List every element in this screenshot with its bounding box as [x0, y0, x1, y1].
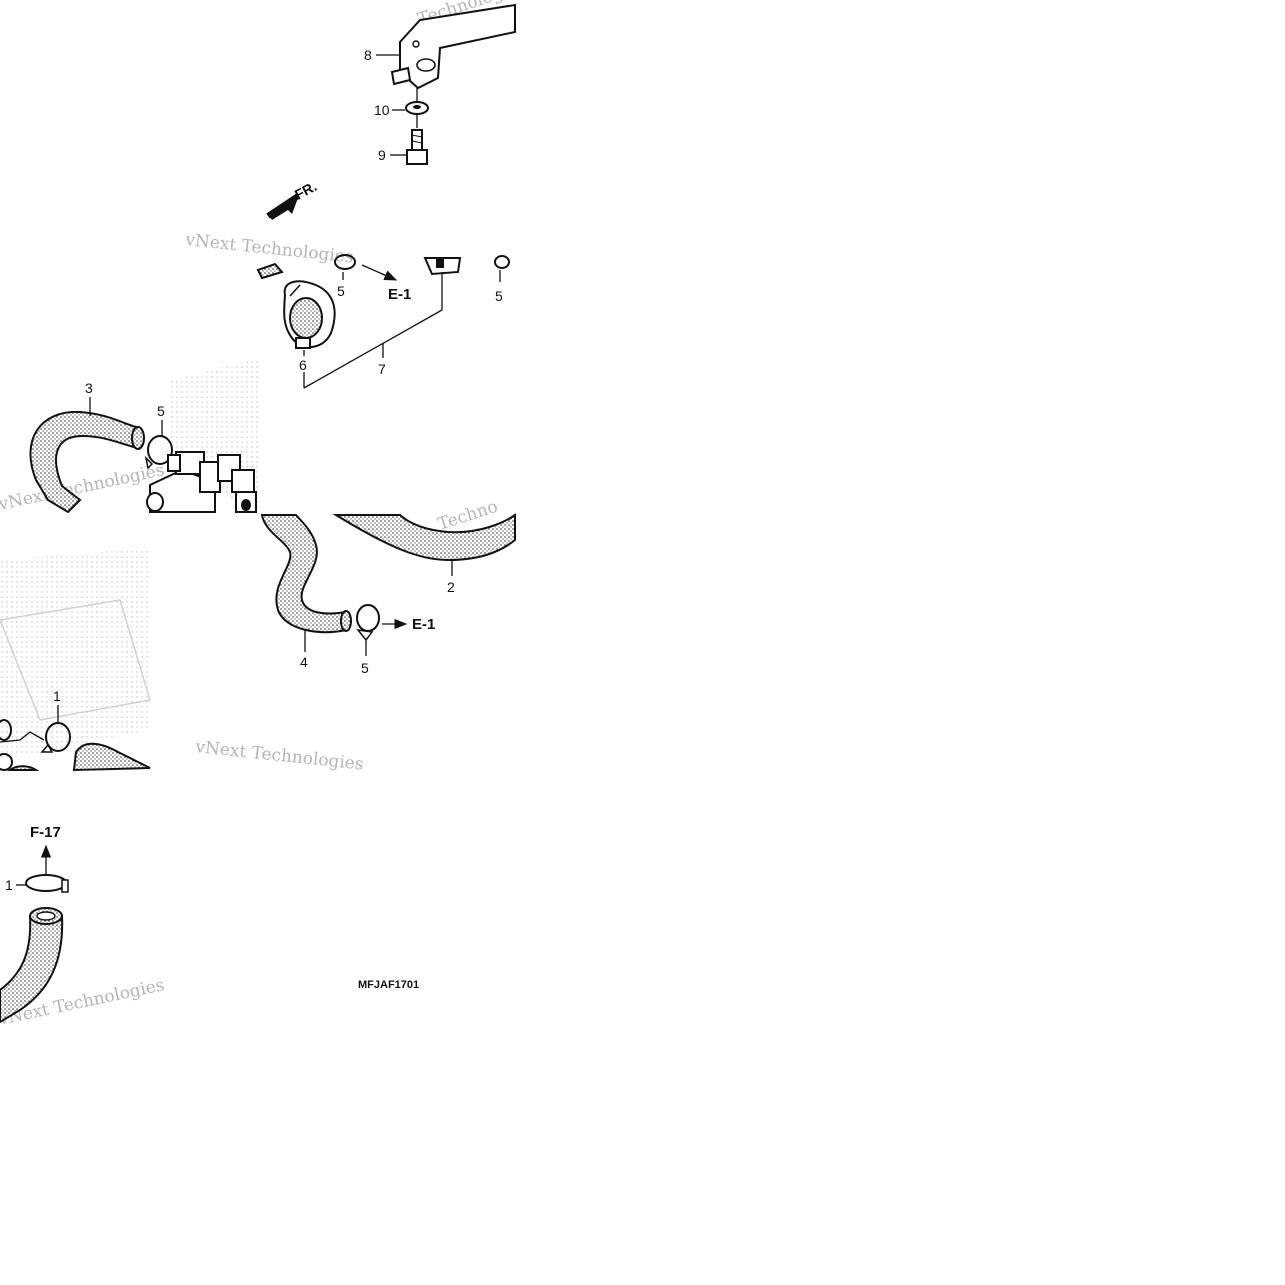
- background-wing-logo: [0, 358, 258, 760]
- callout-5b: 5: [495, 288, 503, 304]
- watermark-text: vNext Technologies: [183, 230, 354, 268]
- ref-e1-bottom: E-1: [412, 616, 435, 633]
- callout-1a: 1: [53, 688, 61, 704]
- callout-5c: 5: [157, 403, 165, 419]
- bracket-8: [390, 3, 516, 90]
- bolt-9: [406, 129, 428, 165]
- clip-1-bottom: [25, 874, 69, 893]
- callout-7: 7: [378, 361, 386, 377]
- clip-5-lower: [356, 604, 380, 642]
- diagram-code: MFJAF1701: [358, 979, 419, 991]
- valve-body-top: [423, 257, 462, 276]
- valve-block: [146, 451, 257, 513]
- callout-4: 4: [300, 654, 308, 670]
- hose-3: [29, 410, 145, 514]
- clip-5-right: [494, 255, 510, 269]
- callout-8: 8: [364, 47, 372, 63]
- watermark-text: vNext Technologies: [0, 460, 166, 515]
- watermark-text: vNext Technologies: [193, 737, 364, 775]
- clip-1-mid: [40, 722, 71, 753]
- callout-3: 3: [85, 380, 93, 396]
- hose-2: [332, 513, 516, 562]
- hose-bottom: [0, 907, 64, 1024]
- front-arrow-icon: [266, 193, 300, 220]
- hose-lower-stub: [6, 742, 151, 772]
- callout-10: 10: [374, 102, 390, 118]
- hose-stub-top: [256, 262, 284, 280]
- callout-5a: 5: [337, 283, 345, 299]
- callout-9: 9: [378, 147, 386, 163]
- callout-2: 2: [447, 579, 455, 595]
- ref-f17: F-17: [30, 824, 61, 841]
- clip-5-mid: [144, 435, 173, 470]
- clamp-6: [283, 280, 336, 349]
- callout-6: 6: [299, 357, 307, 373]
- clip-5-top: [334, 254, 356, 270]
- ref-e1-top: E-1: [388, 286, 411, 303]
- callout-1b: 1: [5, 877, 13, 893]
- hose-4: [260, 514, 352, 634]
- washer-10: [405, 101, 429, 115]
- callout-5d: 5: [361, 660, 369, 676]
